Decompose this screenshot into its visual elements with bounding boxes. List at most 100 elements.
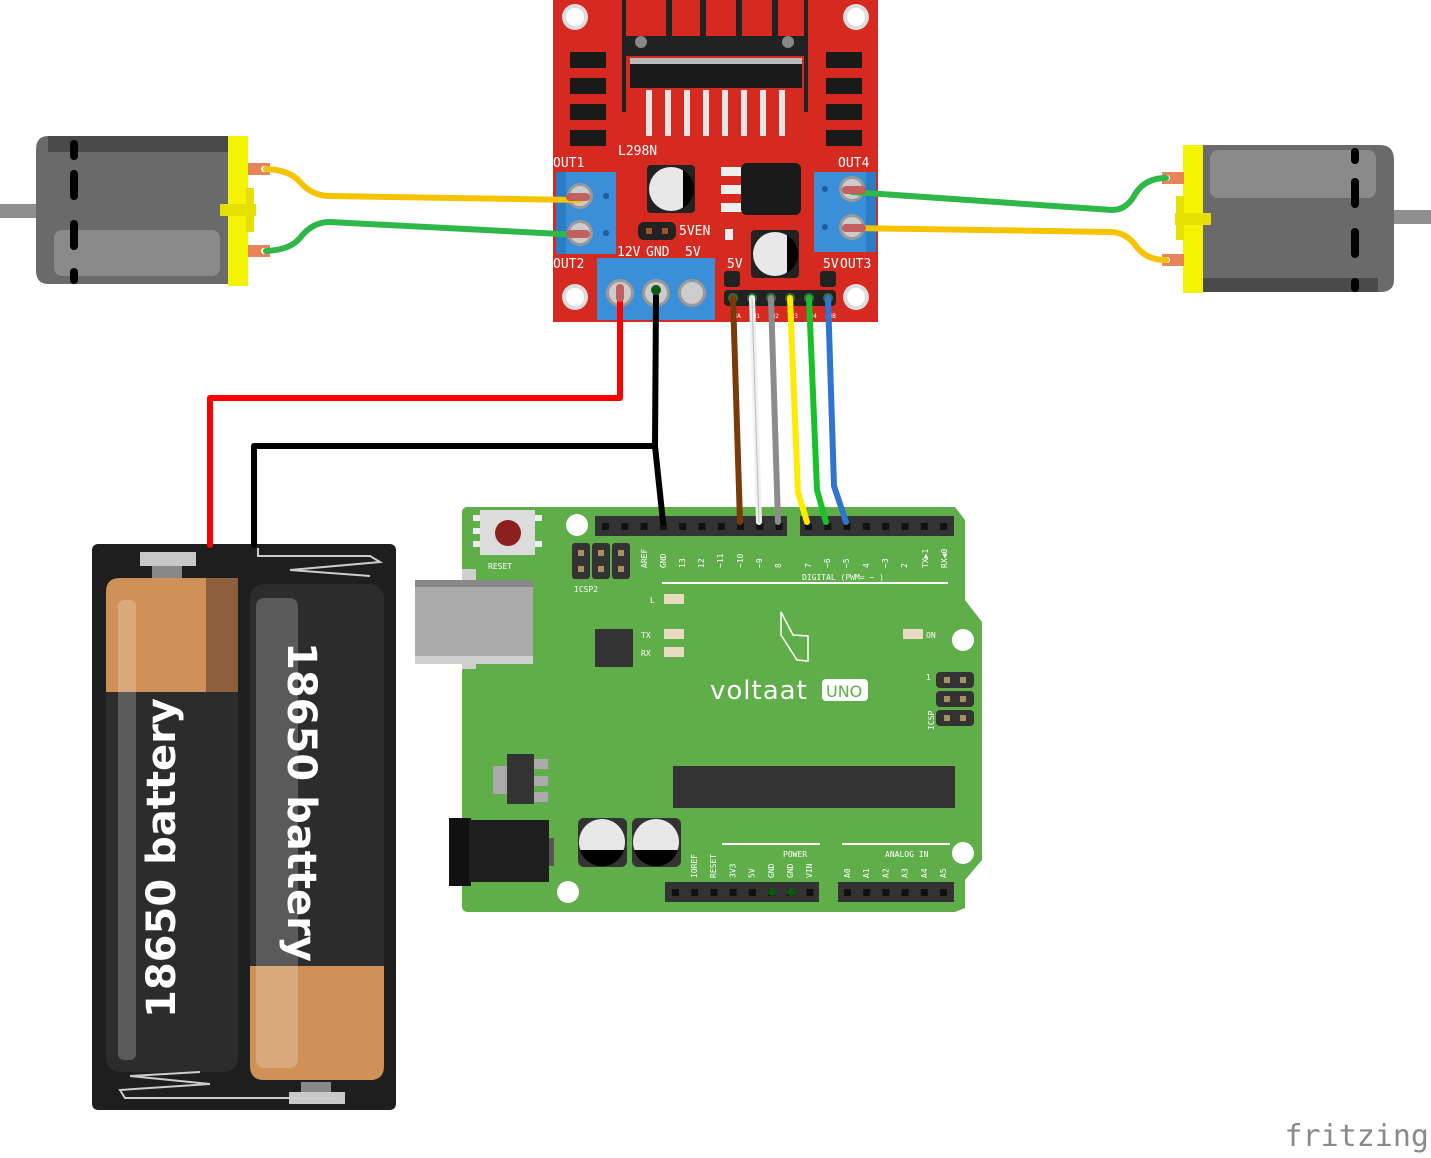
digital-pin-label: 7 (804, 563, 813, 568)
out1-label: OUT1 (553, 156, 584, 171)
dc-motor-left[interactable] (0, 136, 270, 286)
terminal-block-out1-out2[interactable] (556, 172, 616, 254)
header-socket[interactable] (737, 523, 745, 530)
header-socket[interactable] (710, 889, 718, 896)
battery-cell-right (250, 584, 384, 1104)
analog-pin-label: A1 (862, 868, 871, 878)
header-socket[interactable] (748, 889, 756, 896)
power-header-title: POWER (783, 850, 807, 859)
header-socket[interactable] (691, 889, 699, 896)
header-socket[interactable] (775, 523, 783, 530)
voltage-regulator (721, 163, 801, 215)
reset-button[interactable] (473, 510, 542, 555)
5ven-jumper[interactable] (638, 222, 676, 240)
header-socket[interactable] (602, 523, 609, 530)
digital-header-low[interactable] (800, 516, 954, 536)
wire-brown-ena-10[interactable] (730, 295, 743, 525)
icsp-header[interactable] (936, 672, 974, 726)
header-socket[interactable] (806, 889, 814, 896)
wire-green-out2[interactable] (263, 219, 583, 254)
out4-label: OUT4 (838, 156, 869, 171)
5v-label: 5V (685, 245, 701, 260)
icsp-pin1-label: 1 (926, 673, 931, 682)
header-socket[interactable] (729, 889, 737, 896)
terminal-block-out3-out4[interactable] (814, 172, 876, 252)
header-socket[interactable] (659, 523, 667, 530)
digital-pin-label: GND (659, 553, 668, 568)
wire-green-out4[interactable] (849, 175, 1169, 213)
usb-connector[interactable] (415, 569, 533, 669)
mounting-hole (952, 629, 974, 651)
header-socket[interactable] (882, 523, 890, 530)
header-socket[interactable] (940, 523, 948, 530)
arduino-pcb (462, 507, 982, 912)
power-pin-label: 5V (748, 868, 757, 878)
5v-right-label: 5V (823, 257, 839, 272)
control-header[interactable] (724, 290, 836, 306)
usb-chip (595, 629, 633, 667)
capacitor (751, 230, 799, 278)
analog-pin-label: A5 (939, 868, 948, 878)
led-rx-label: RX (641, 649, 651, 658)
fritzing-watermark: fritzing (1284, 1119, 1430, 1154)
analog-header[interactable] (838, 882, 954, 902)
digital-pin-label: 4 (862, 563, 871, 568)
header-socket[interactable] (621, 523, 629, 530)
wire-yellow-out1[interactable] (263, 166, 583, 203)
digital-pin-label: ~9 (755, 558, 764, 568)
digital-pin-label: TX▶1 (921, 549, 930, 568)
header-socket[interactable] (679, 523, 687, 530)
dc-power-jack[interactable] (449, 818, 554, 886)
digital-pin-label: ~5 (842, 558, 851, 568)
header-socket[interactable] (698, 523, 706, 530)
analog-pin-label: A2 (881, 868, 890, 878)
wire-black-gnd-arduino[interactable] (652, 443, 666, 525)
motor-terminal (1162, 254, 1184, 266)
header-socket[interactable] (844, 889, 851, 896)
header-socket[interactable] (920, 889, 928, 896)
motor-shaft (1392, 210, 1431, 224)
wire-blue-enb-5[interactable] (825, 295, 849, 525)
header-socket[interactable] (672, 889, 679, 896)
wire-yellow-in3-7[interactable] (787, 295, 810, 525)
spring-contact (257, 548, 384, 577)
power-header[interactable] (665, 882, 819, 902)
header-socket[interactable] (863, 889, 871, 896)
capacitor (647, 165, 695, 213)
header-socket[interactable] (920, 523, 928, 530)
header-socket[interactable] (882, 889, 890, 896)
wire-green-in4-6[interactable] (806, 295, 829, 525)
analog-pin-label: A3 (901, 868, 910, 878)
header-socket[interactable] (901, 523, 909, 530)
analog-pin-label: A0 (843, 868, 852, 878)
header-socket[interactable] (862, 523, 870, 530)
header-socket[interactable] (640, 523, 648, 530)
wire-black-battery-gnd[interactable] (251, 293, 659, 548)
header-socket[interactable] (805, 523, 812, 530)
dc-motor-right[interactable] (1162, 145, 1431, 293)
power-pin-label: GND (786, 863, 795, 878)
chip-legs (646, 90, 785, 136)
gnd-pin-highlight (787, 888, 796, 896)
header-socket[interactable] (824, 523, 832, 530)
l298n-motor-driver[interactable]: L298N OUT1 OUT4 OUT2 OUT3 5VEN (553, 0, 878, 322)
icsp2-header[interactable] (572, 543, 630, 579)
battery-holder-2x18650[interactable]: 18650 battery 18650 battery (92, 544, 396, 1110)
diodes-right (826, 52, 862, 146)
wire-red-battery-12v[interactable] (207, 293, 623, 548)
header-socket[interactable] (756, 523, 764, 530)
5v-left-label: 5V (727, 257, 743, 272)
motor-terminal (248, 163, 270, 175)
out3-label: OUT3 (840, 257, 871, 272)
battery-label-right: 18650 battery (278, 642, 324, 962)
header-socket[interactable] (901, 889, 909, 896)
led-tx-label: TX (641, 631, 651, 640)
wire-yellow-out3[interactable] (849, 225, 1169, 263)
battery-cell-left (106, 552, 238, 1072)
header-socket[interactable] (843, 523, 851, 530)
analog-header-title: ANALOG IN (885, 850, 929, 859)
wire-gray-in2-8[interactable] (768, 295, 781, 525)
header-socket[interactable] (940, 889, 947, 896)
header-socket[interactable] (717, 523, 725, 530)
